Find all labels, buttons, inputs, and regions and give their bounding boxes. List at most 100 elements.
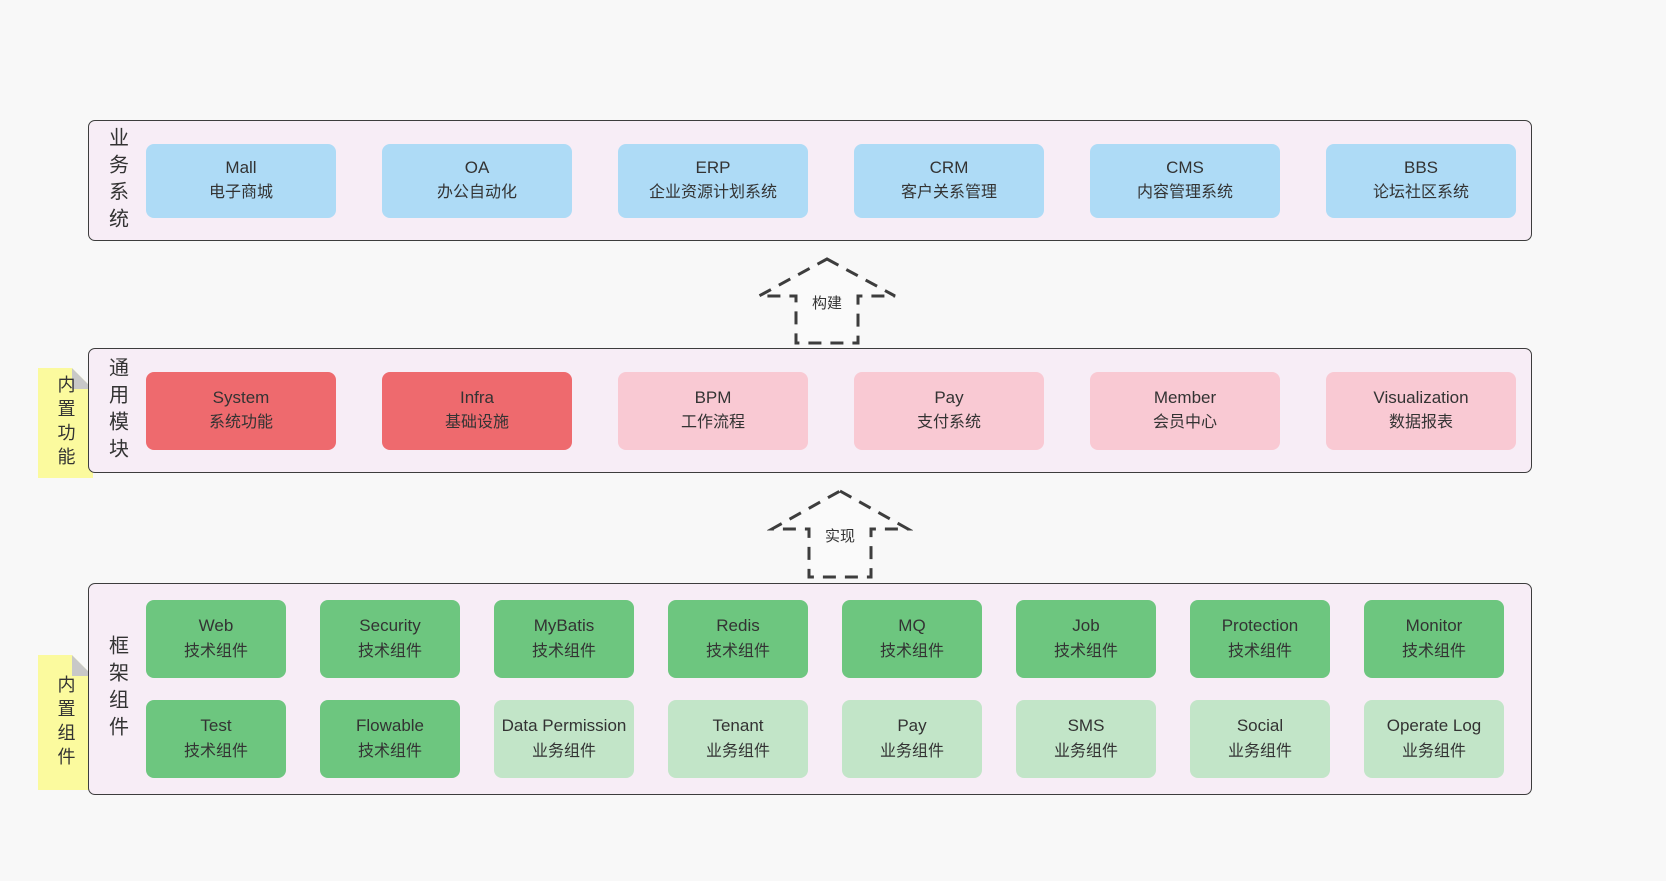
box-subtitle: 技术组件 — [183, 642, 248, 660]
box-pay: Pay 支付系统 — [854, 371, 1044, 450]
box-title: Protection — [1221, 616, 1299, 636]
section-title: 框架组件 — [105, 635, 128, 743]
box-monitor: Monitor 技术组件 — [1364, 600, 1504, 678]
box-subtitle: 业务组件 — [879, 742, 944, 760]
box-subtitle: 技术组件 — [1401, 642, 1466, 660]
box-subtitle: 技术组件 — [1053, 642, 1118, 660]
box-title: Flowable — [355, 716, 425, 736]
box-title: CRM — [929, 157, 969, 177]
box-subtitle: 基础设施 — [444, 414, 509, 432]
box-mybatis: MyBatis 技术组件 — [494, 600, 634, 678]
box-title: Social — [1236, 716, 1284, 736]
box-bbs: BBS 论坛社区系统 — [1326, 143, 1516, 218]
box-subtitle: 技术组件 — [705, 642, 770, 660]
box-test: Test 技术组件 — [146, 700, 286, 778]
arrow-label: 构建 — [812, 295, 842, 312]
box-mq: MQ 技术组件 — [842, 600, 982, 678]
box-tenant: Tenant 业务组件 — [668, 700, 808, 778]
box-subtitle: 会员中心 — [1152, 414, 1217, 432]
box-title: BBS — [1403, 157, 1439, 177]
box-protection: Protection 技术组件 — [1190, 600, 1330, 678]
box-subtitle: 技术组件 — [879, 642, 944, 660]
box-title: System — [212, 387, 270, 407]
box-subtitle: 客户关系管理 — [900, 184, 997, 202]
box-title: Operate Log — [1386, 716, 1482, 736]
box-row: System 系统功能 Infra 基础设施 BPM 工作流程 Pay 支付系统 Member 会… — [146, 371, 1531, 450]
box-title: Job — [1072, 616, 1100, 636]
box-web: Web 技术组件 — [146, 600, 286, 678]
box-sms: SMS 业务组件 — [1016, 700, 1156, 778]
section-title: 通用模块 — [105, 356, 128, 465]
arrow-label: 实现 — [825, 528, 855, 545]
box-subtitle: 论坛社区系统 — [1372, 184, 1469, 202]
box-title: ERP — [695, 157, 731, 177]
box-title: Visualization — [1373, 387, 1469, 407]
box-title: Web — [198, 616, 234, 636]
box-member: Member 会员中心 — [1090, 371, 1280, 450]
box-title: OA — [464, 157, 490, 177]
box-title: Pay — [934, 387, 964, 407]
box-title: SMS — [1067, 716, 1105, 736]
box-subtitle: 业务组件 — [1053, 742, 1118, 760]
box-title: Member — [1153, 387, 1217, 407]
up-arrow-icon — [758, 257, 896, 345]
box-subtitle: 业务组件 — [1401, 742, 1466, 760]
box-mall: Mall 电子商城 — [146, 143, 336, 218]
box-grid: System 系统功能 Infra 基础设施 BPM 工作流程 Pay 支付系统 Member 会… — [146, 349, 1531, 472]
box-subtitle: 技术组件 — [183, 742, 248, 760]
box-redis: Redis 技术组件 — [668, 600, 808, 678]
box-title: Pay — [897, 716, 927, 736]
box-data-permission: Data Permission 业务组件 — [494, 700, 634, 778]
box-title: Tenant — [712, 716, 764, 736]
box-subtitle: 技术组件 — [357, 642, 422, 660]
box-title: Infra — [459, 387, 495, 407]
sticky-note-built-in-components: 内置组件 — [38, 655, 93, 790]
box-title: Redis — [716, 616, 760, 636]
box-subtitle: 业务组件 — [1227, 742, 1292, 760]
box-subtitle: 支付系统 — [916, 414, 981, 432]
box-infra: Infra 基础设施 — [382, 371, 572, 450]
box-subtitle: 数据报表 — [1388, 414, 1453, 432]
dashed-up-arrow-build: 构建 — [754, 256, 900, 346]
box-subtitle: 业务组件 — [531, 742, 596, 760]
box-pay-biz: Pay 业务组件 — [842, 700, 982, 778]
box-crm: CRM 客户关系管理 — [854, 143, 1044, 218]
box-title: MyBatis — [533, 616, 595, 636]
box-title: Security — [359, 616, 421, 636]
box-subtitle: 技术组件 — [1227, 642, 1292, 660]
section-common-modules: 通用模块 System 系统功能 Infra 基础设施 BPM 工作流程 Pay 支付系统 Me… — [88, 348, 1532, 473]
box-social: Social 业务组件 — [1190, 700, 1330, 778]
box-subtitle: 技术组件 — [357, 742, 422, 760]
section-title: 业务系统 — [105, 126, 128, 235]
box-visualization: Visualization 数据报表 — [1326, 371, 1516, 450]
box-job: Job 技术组件 — [1016, 600, 1156, 678]
box-system: System 系统功能 — [146, 371, 336, 450]
box-oa: OA 办公自动化 — [382, 143, 572, 218]
box-flowable: Flowable 技术组件 — [320, 700, 460, 778]
box-subtitle: 系统功能 — [208, 414, 273, 432]
box-subtitle: 工作流程 — [680, 414, 745, 432]
box-subtitle: 电子商城 — [208, 184, 273, 202]
box-subtitle: 办公自动化 — [436, 184, 517, 202]
box-title: MQ — [898, 616, 926, 636]
box-subtitle: 内容管理系统 — [1136, 184, 1233, 202]
box-subtitle: 业务组件 — [705, 742, 770, 760]
box-title: Mall — [225, 157, 257, 177]
box-title: Data Permission — [501, 716, 627, 736]
box-title: BPM — [694, 387, 732, 407]
sticky-note-label: 内置功能 — [55, 375, 76, 471]
box-title: CMS — [1166, 157, 1204, 177]
up-arrow-icon — [767, 489, 913, 579]
box-title: Test — [200, 716, 232, 736]
box-title: Monitor — [1405, 616, 1463, 636]
dashed-up-arrow-implement: 实现 — [767, 488, 913, 580]
box-cms: CMS 内容管理系统 — [1090, 143, 1280, 218]
box-subtitle: 技术组件 — [531, 642, 596, 660]
